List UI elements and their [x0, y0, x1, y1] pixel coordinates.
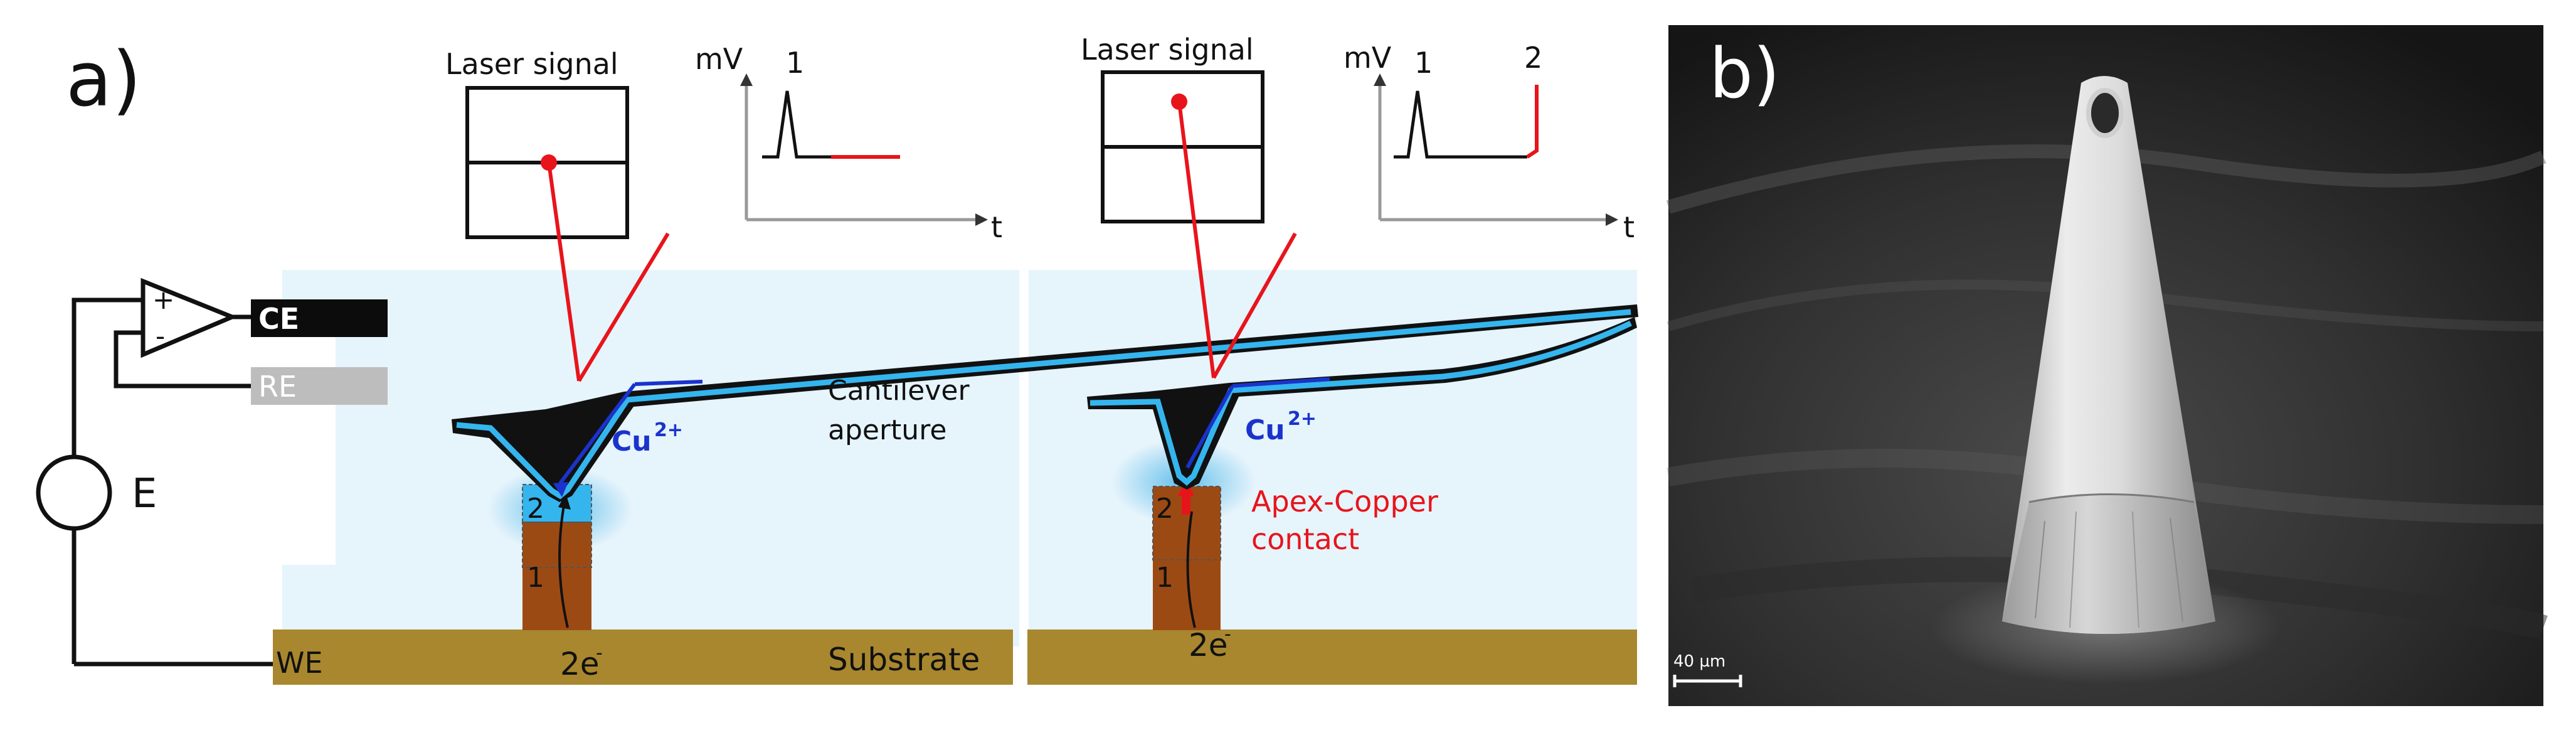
layer1-label-left: 1 — [527, 562, 544, 594]
microcone-base — [2002, 494, 2215, 634]
graph-xarrow-right — [1606, 213, 1618, 226]
growth-arrow-left — [558, 501, 569, 628]
sem-texture-band-1 — [1666, 144, 2547, 214]
laser-incident-left — [577, 232, 670, 382]
panel-b-label: b) — [1709, 33, 1780, 114]
panel-a: a) + - E CE RE WE Laser signal — [36, 33, 1638, 685]
ion-label-right: Cu — [1245, 414, 1285, 446]
signal-trace-red-right — [1526, 85, 1539, 159]
laser-signal-title-left: Laser signal — [445, 47, 618, 81]
graph-yarrow-right — [1374, 73, 1386, 86]
water-notch — [276, 301, 336, 565]
graph-peak1-label-left: 1 — [786, 46, 804, 80]
layer1-label-right: 1 — [1156, 562, 1174, 594]
graph-ylabel-right: mV — [1344, 41, 1392, 75]
graph-ylabel-left: mV — [695, 42, 743, 76]
right-state: Laser signal mV t 1 2 2 1 — [1081, 33, 1637, 663]
state-divider — [1020, 270, 1026, 685]
cantilever-label-line1: Cantilever — [828, 375, 970, 407]
contact-label-line2: contact — [1251, 522, 1359, 556]
layer2-label-right: 2 — [1156, 493, 1174, 525]
layer1-outline-left — [522, 522, 592, 568]
voltage-label: E — [132, 471, 157, 517]
substrate-label: Substrate — [828, 641, 980, 678]
cantilever-channel-right — [1089, 320, 1632, 486]
substrate-left — [273, 630, 1013, 685]
potentiostat-amp — [140, 277, 238, 358]
cantilever-right — [1087, 317, 1637, 490]
laser-incident-right — [1212, 232, 1297, 379]
laser-spot-left — [541, 154, 557, 171]
layer2-label-left: 2 — [527, 493, 544, 525]
ce-electrode — [251, 299, 388, 337]
panel-a-label: a) — [66, 36, 141, 124]
substrate-right — [1027, 630, 1637, 685]
re-electrode — [251, 367, 388, 405]
ion-path-right — [1185, 385, 1234, 469]
laser-reflected-left — [547, 162, 581, 382]
growth-arrow-right — [1186, 511, 1196, 628]
microcone-striation-4 — [2170, 517, 2183, 622]
microcone-band-edge — [2028, 493, 2195, 503]
laser-spot-right — [1171, 94, 1187, 110]
electrons-label-left: 2e — [560, 646, 600, 682]
graph-peak1-label-right: 1 — [1414, 46, 1433, 80]
electrons-sup-right: - — [1224, 623, 1231, 645]
we-label: WE — [276, 646, 323, 680]
contact-label-line1: Apex-Copper — [1251, 485, 1438, 518]
scale-bar-label: 40 µm — [1673, 652, 1725, 671]
ion-charge-right: 2+ — [1288, 408, 1317, 430]
cantilever-label-line2: aperture — [828, 414, 946, 446]
water-region-right — [1029, 270, 1637, 646]
cantilever-channel-left — [456, 309, 1631, 500]
graph-yarrow-left — [740, 73, 753, 86]
graph-xarrow-left — [975, 213, 988, 226]
electrons-label-right: 2e — [1189, 627, 1228, 663]
re-wire — [114, 330, 251, 389]
laser-signal-title-right: Laser signal — [1081, 33, 1254, 67]
ion-label-left: Cu — [612, 426, 652, 458]
microcone-striation-2 — [2069, 511, 2077, 628]
ion-charge-left: 2+ — [654, 419, 683, 441]
microcone-aperture — [2086, 88, 2124, 138]
ion-path-right-2 — [1232, 377, 1330, 388]
graph-xlabel-left: t — [991, 210, 1002, 244]
ce-label: CE — [258, 302, 299, 336]
signal-trace-right — [1394, 90, 1527, 159]
microcone-striation-1 — [2035, 520, 2045, 619]
electrons-sup-left: - — [596, 642, 603, 664]
laser-reflected-right — [1177, 101, 1216, 378]
ion-path-left-2 — [634, 380, 703, 386]
graph-peak2-label-right: 2 — [1524, 41, 1542, 75]
circuit-wire-top — [72, 297, 143, 457]
water-region-left — [282, 270, 1019, 646]
amp-plus: + — [152, 284, 174, 315]
voltage-source — [36, 454, 112, 531]
left-state: Laser signal mV t 1 2 1 — [445, 42, 1638, 682]
electrochemical-circuit — [36, 277, 273, 667]
panel-b: b) 40 µm — [1666, 25, 2548, 706]
microcone-body — [2002, 76, 2215, 634]
amp-minus: - — [156, 321, 165, 351]
growth-arrowhead-left — [558, 493, 571, 510]
ion-path-left — [558, 383, 637, 485]
ion-arrowhead-left — [553, 482, 568, 497]
graph-xlabel-right: t — [1623, 210, 1635, 244]
microcone-striation-3 — [2132, 511, 2139, 628]
signal-trace-left — [762, 90, 831, 159]
re-label: RE — [258, 370, 297, 404]
